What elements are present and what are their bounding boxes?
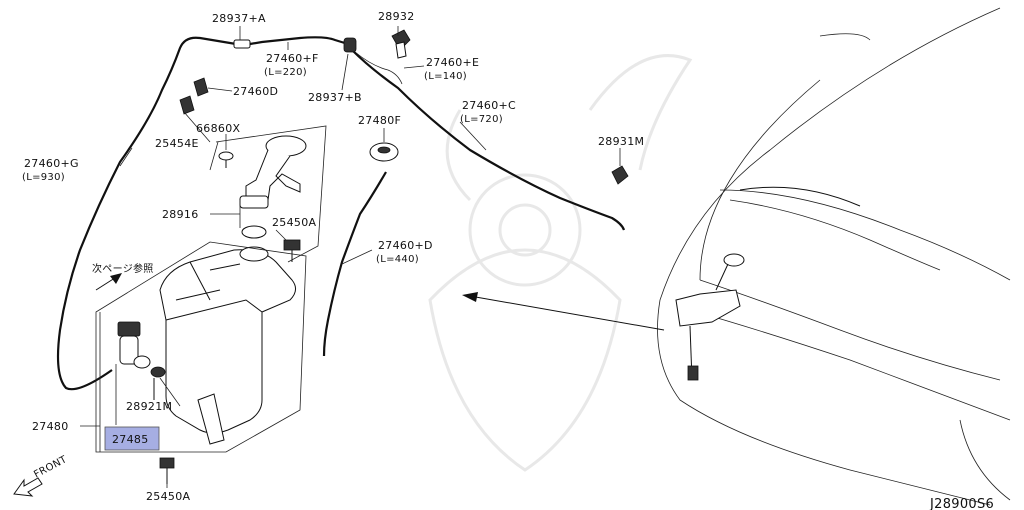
reference-arrow xyxy=(462,292,665,331)
filler-neck-28916 xyxy=(239,135,307,239)
label-27460D-length: (L=440) xyxy=(376,254,419,265)
label-27460C-length: (L=720) xyxy=(460,114,503,125)
label-27460F: 27460+F xyxy=(266,52,319,65)
label-27485: 27485 xyxy=(112,433,149,446)
highlight-27485 xyxy=(104,426,160,451)
label-66860X: 66860X xyxy=(196,122,240,135)
label-next-page-ref: 次ページ参照 xyxy=(92,262,154,275)
label-28932: 28932 xyxy=(378,10,415,23)
nozzle-28931M xyxy=(611,165,629,185)
label-25450A-top: 25450A xyxy=(272,216,316,229)
filler-cap-27480F xyxy=(369,142,399,162)
label-27460E: 27460+E xyxy=(426,56,479,69)
label-27460E-length: (L=140) xyxy=(424,71,467,82)
hose-lines xyxy=(56,36,626,391)
label-28937A: 28937+A xyxy=(212,12,266,25)
hose-clip-27460D xyxy=(179,77,209,115)
vehicle-front-outline xyxy=(657,7,1011,506)
next-page-arrow xyxy=(95,273,122,291)
front-direction-arrow xyxy=(13,477,43,497)
label-27460D: 27460+D xyxy=(378,239,433,252)
label-front: FRONT xyxy=(32,454,69,481)
label-25450A-bottom: 25450A xyxy=(146,490,190,503)
label-28931M: 28931M xyxy=(598,135,644,148)
label-27480F: 27480F xyxy=(358,114,401,127)
label-27460F-length: (L=220) xyxy=(264,67,307,78)
label-27460D-clip: 27460D xyxy=(233,85,278,98)
bolt-25450A-bottom xyxy=(159,457,175,484)
label-27460C: 27460+C xyxy=(462,99,516,112)
grommet-28921M xyxy=(150,366,166,400)
diagram-code: J28900S6 xyxy=(929,497,994,510)
label-27460G: 27460+G xyxy=(24,157,79,170)
watermark-emblem xyxy=(428,54,693,472)
check-valve-28937B xyxy=(343,37,357,53)
bolt-25450A-top xyxy=(283,239,301,262)
label-27480: 27480 xyxy=(32,420,69,433)
label-28916: 28916 xyxy=(162,208,199,221)
washer-pump-27485 xyxy=(117,321,151,369)
label-25454E: 25454E xyxy=(155,137,199,150)
label-28921M: 28921M xyxy=(126,400,172,413)
leader-lines xyxy=(80,26,621,488)
label-27460G-length: (L=930) xyxy=(22,172,65,183)
washer-tank-27480 xyxy=(159,246,296,445)
label-28937B: 28937+B xyxy=(308,91,362,104)
nozzle-28932 xyxy=(391,29,411,59)
joint-28937A xyxy=(233,39,251,49)
grommet-66860X xyxy=(218,151,234,168)
